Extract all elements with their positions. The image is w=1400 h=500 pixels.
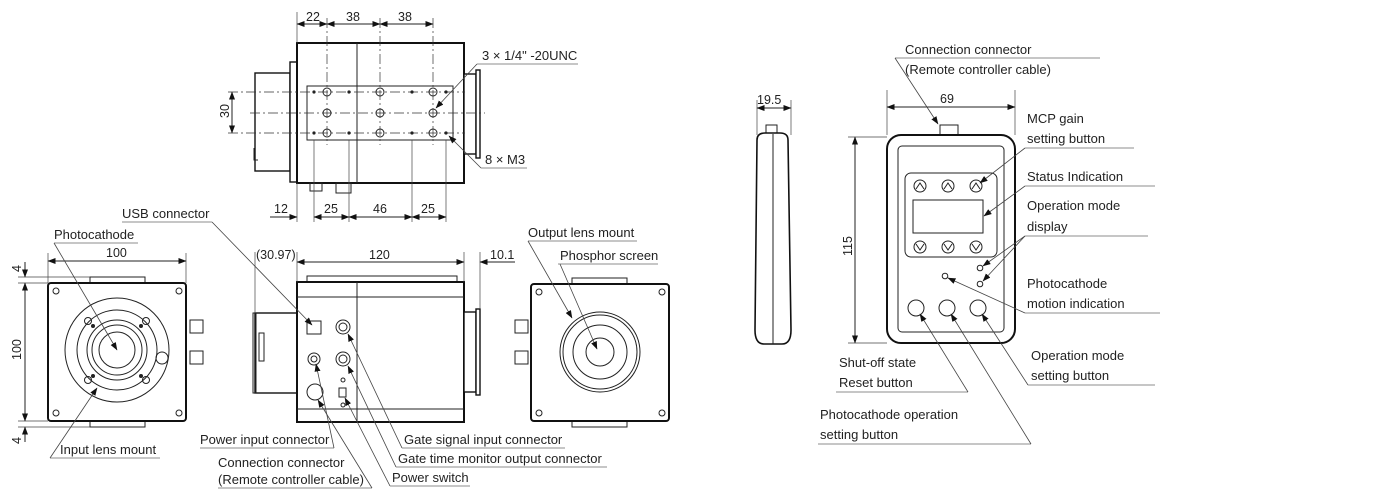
callout-m3-holes: 8 × M3 bbox=[485, 152, 525, 167]
callout-unc-thread: 3 × 1/4" -20UNC bbox=[482, 48, 577, 63]
callout-phosphor-screen: Phosphor screen bbox=[560, 248, 658, 263]
dim-38-a: 38 bbox=[346, 10, 360, 24]
callout-connection-line2: (Remote controller cable) bbox=[218, 472, 364, 487]
callout-shutoff-line2: Reset button bbox=[839, 375, 913, 390]
callout-output-lens-mount: Output lens mount bbox=[528, 225, 635, 240]
callout-input-lens-mount: Input lens mount bbox=[60, 442, 157, 457]
callout-gate-time: Gate time monitor output connector bbox=[398, 451, 602, 466]
dim-front-height: 100 bbox=[10, 339, 24, 360]
dim-22: 22 bbox=[306, 10, 320, 24]
callout-shutoff-line1: Shut-off state bbox=[839, 355, 916, 370]
callout-status-indication: Status Indication bbox=[1027, 169, 1123, 184]
dim-rear-left: (30.97) bbox=[256, 248, 296, 262]
dim-front-width: 100 bbox=[106, 246, 127, 260]
remote-front-view: 69 115 Connection connector (Remote cont… bbox=[818, 42, 1160, 445]
callout-gate-signal: Gate signal input connector bbox=[404, 432, 563, 447]
callout-mcp-line1: MCP gain bbox=[1027, 111, 1084, 126]
dim-rear-right: 10.1 bbox=[490, 248, 514, 262]
dim-top-gap: 4 bbox=[10, 265, 24, 272]
callout-power-switch: Power switch bbox=[392, 470, 469, 485]
dim-remote-depth: 19.5 bbox=[757, 93, 781, 107]
dim-46: 46 bbox=[373, 202, 387, 216]
callout-pc-operation-line1: Photocathode operation bbox=[820, 407, 958, 422]
dim-12: 12 bbox=[274, 202, 288, 216]
callout-photocathode: Photocathode bbox=[54, 227, 134, 242]
dim-bottom-gap: 4 bbox=[10, 437, 24, 444]
callout-opmode-display-line2: display bbox=[1027, 219, 1068, 234]
dim-30: 30 bbox=[218, 104, 232, 118]
dim-38-b: 38 bbox=[398, 10, 412, 24]
callout-remote-connection-line2: (Remote controller cable) bbox=[905, 62, 1051, 77]
dim-25-b: 25 bbox=[421, 202, 435, 216]
callout-pc-motion-line1: Photocathode bbox=[1027, 276, 1107, 291]
mcp-up-buttons bbox=[913, 179, 983, 254]
remote-side-view: 19.5 bbox=[754, 93, 792, 345]
callout-pc-motion-line2: motion indication bbox=[1027, 296, 1125, 311]
dim-rear-length: 120 bbox=[369, 248, 390, 262]
callout-connection-line1: Connection connector bbox=[218, 455, 345, 470]
callout-opmode-button-line1: Operation mode bbox=[1031, 348, 1124, 363]
callout-opmode-button-line2: setting button bbox=[1031, 368, 1109, 383]
dim-25-a: 25 bbox=[324, 202, 338, 216]
rear-view: (30.97) 120 10.1 USB connector Power inp… bbox=[122, 206, 607, 489]
front-view: 100 4 100 4 Photocathode Input lens moun… bbox=[10, 227, 204, 459]
callout-power-input: Power input connector bbox=[200, 432, 330, 447]
callout-pc-operation-line2: setting button bbox=[820, 427, 898, 442]
dim-remote-width: 69 bbox=[940, 92, 954, 106]
top-view: 22 38 38 30 12 25 46 25 3 × 1/4" -20UNC … bbox=[218, 10, 578, 222]
callout-remote-connection-line1: Connection connector bbox=[905, 42, 1032, 57]
callout-opmode-display-line1: Operation mode bbox=[1027, 198, 1120, 213]
dim-remote-height: 115 bbox=[841, 236, 855, 256]
output-view: Output lens mount Phosphor screen bbox=[514, 225, 670, 428]
callout-mcp-line2: setting button bbox=[1027, 131, 1105, 146]
callout-usb-connector: USB connector bbox=[122, 206, 210, 221]
